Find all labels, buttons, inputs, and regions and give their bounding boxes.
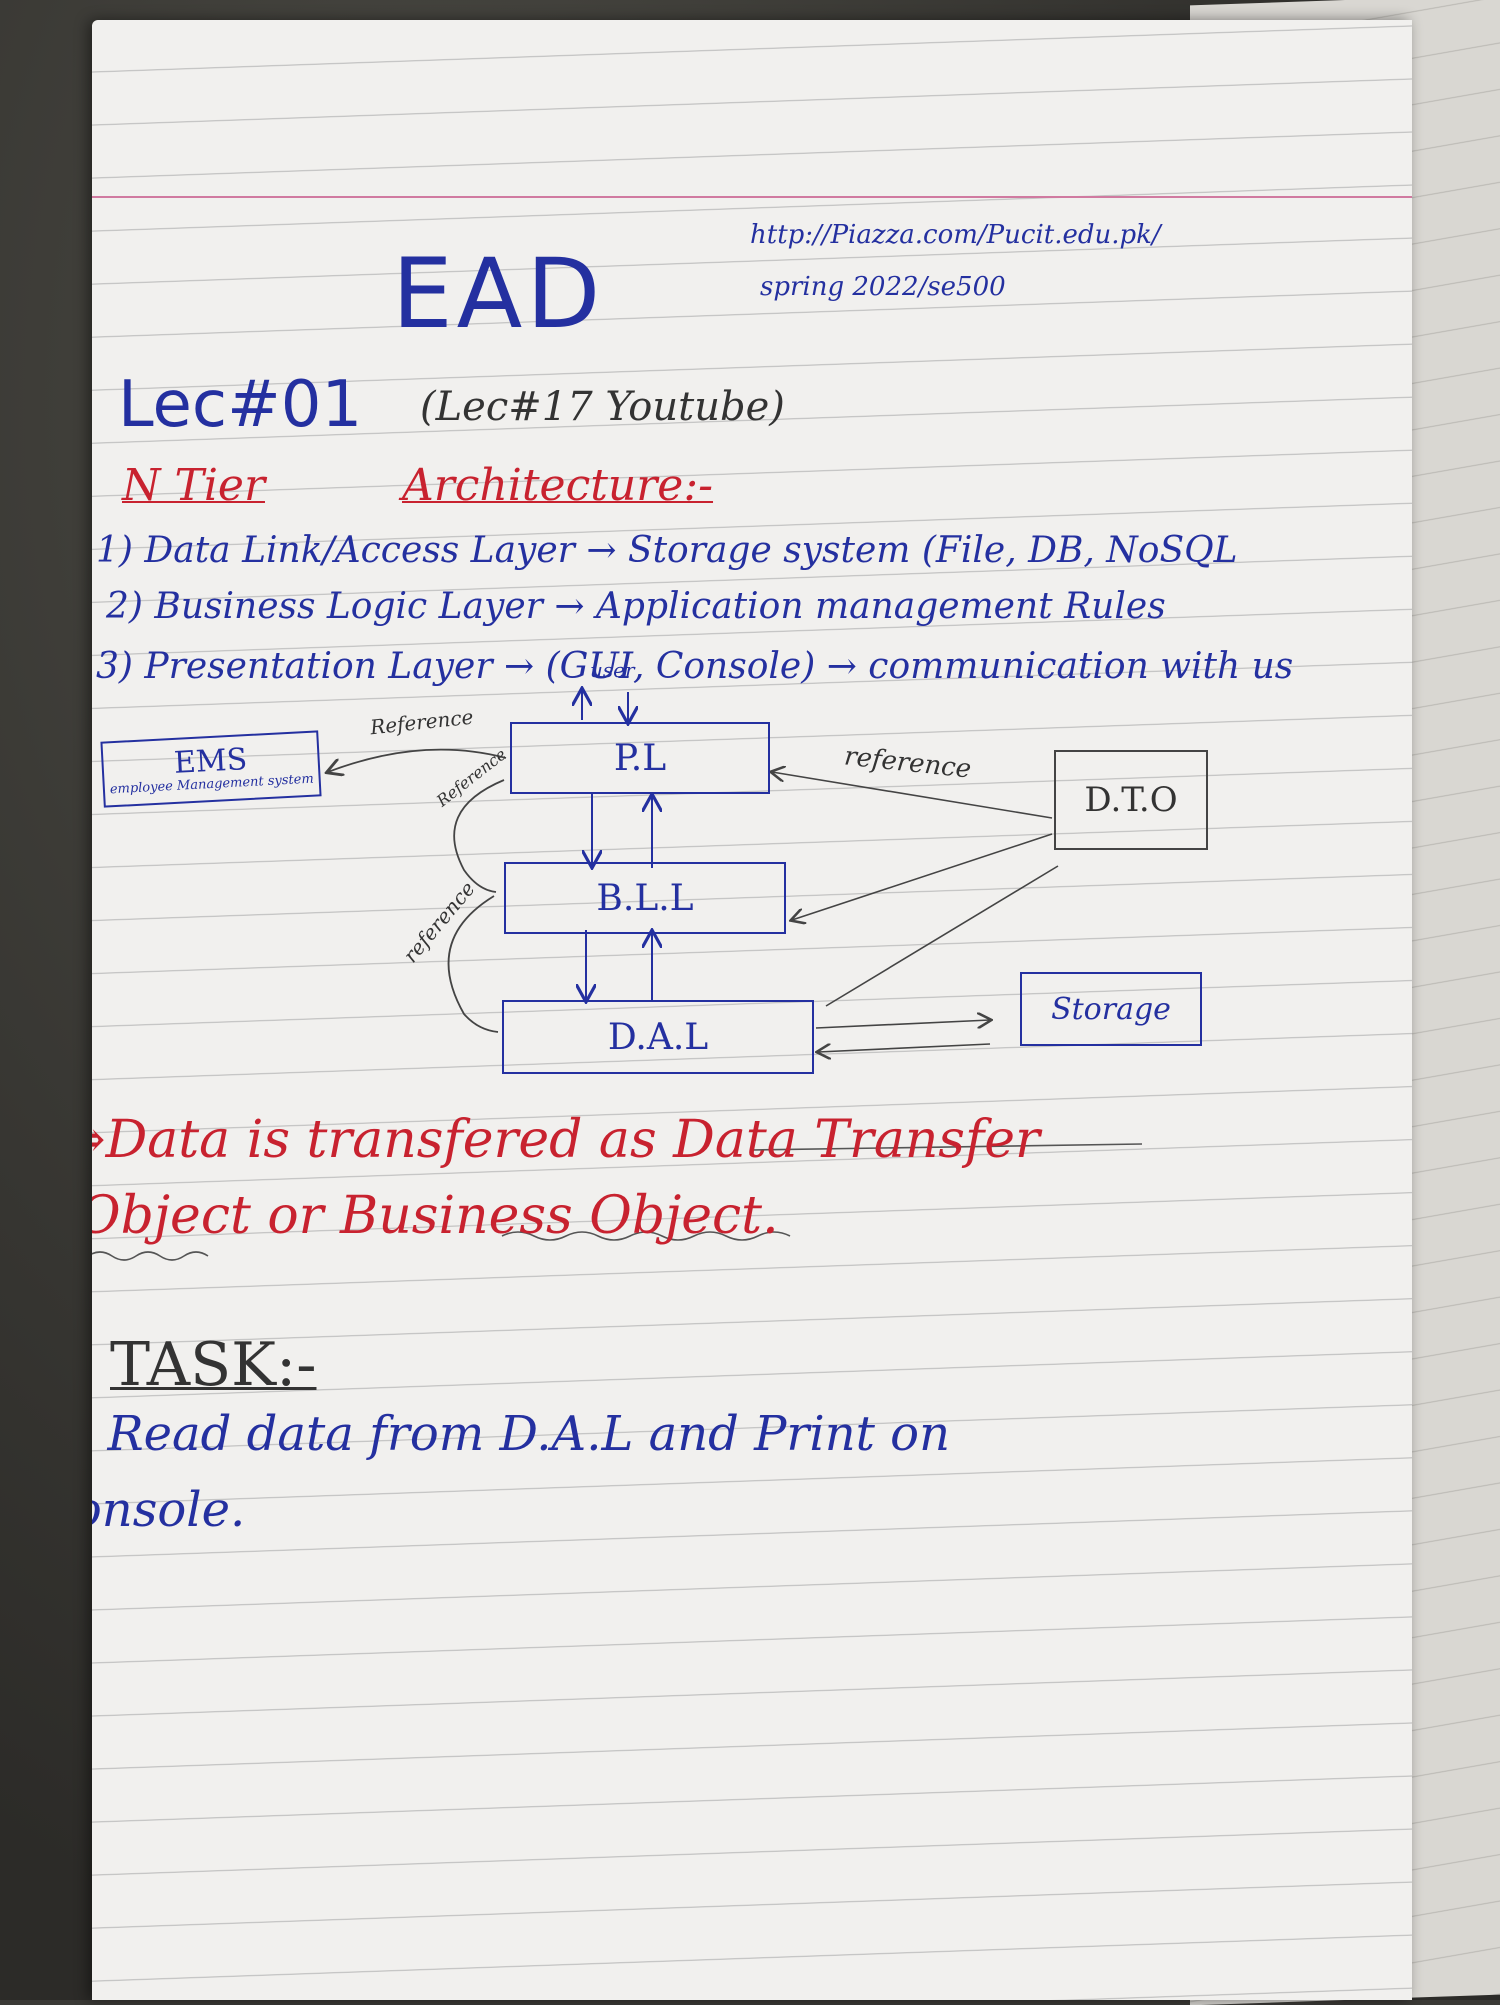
- dal-to-storage-arrow: [815, 1020, 990, 1029]
- reference-label-dto: reference: [842, 741, 973, 785]
- pl-box: P.L: [510, 722, 770, 794]
- page-margin-line: [92, 196, 1412, 198]
- task-line-2: console.: [92, 1482, 246, 1538]
- bll-label: B.L.L: [596, 877, 694, 919]
- dto-label: D.T.O: [1084, 780, 1178, 820]
- dto-bll-line: [792, 833, 1053, 920]
- storage-label: Storage: [1051, 991, 1171, 1027]
- layer-item-presentation: 3) Presentation Layer → (GUI, Console) →…: [96, 646, 1294, 687]
- dal-label: D.A.L: [607, 1016, 709, 1058]
- pl-label: P.L: [613, 737, 667, 779]
- reference-label-ems: Reference: [369, 704, 475, 740]
- topic-heading-architecture: Architecture:-: [402, 460, 714, 511]
- diagram-user-label: user: [590, 658, 635, 682]
- storage-box: Storage: [1020, 972, 1202, 1046]
- dto-pl-line: [772, 772, 1053, 819]
- ems-box: EMS employee Management system: [100, 730, 322, 808]
- task-line-1: ⇒ Read data from D.A.L and Print on: [92, 1406, 950, 1462]
- bll-box: B.L.L: [504, 862, 786, 934]
- lecture-number: Lec#01: [118, 368, 363, 442]
- dto-box: D.T.O: [1054, 750, 1208, 850]
- course-title: EAD: [392, 238, 605, 350]
- lecture-youtube-ref: (Lec#17 Youtube): [420, 384, 785, 430]
- topic-heading-ntier: N Tier: [122, 460, 265, 511]
- object-underline: [92, 1251, 209, 1261]
- semester-code: spring 2022/se500: [760, 272, 1006, 302]
- layer-item-data-access: 1) Data Link/Access Layer → Storage syst…: [96, 530, 1238, 571]
- reference-label-pl: Reference: [432, 744, 510, 811]
- notebook-page: EAD http://Piazza.com/Pucit.edu.pk/ spri…: [92, 20, 1412, 2000]
- course-url: http://Piazza.com/Pucit.edu.pk/: [750, 220, 1161, 250]
- reference-label-bll: reference: [398, 876, 480, 968]
- storage-to-dal-arrow: [818, 1043, 991, 1052]
- layer-item-business-logic: 2) Business Logic Layer → Application ma…: [106, 586, 1166, 627]
- task-heading: TASK:-: [110, 1330, 317, 1400]
- note-line-1: ⇒Data is transfered as Data Transfer: [92, 1110, 1040, 1170]
- dal-box: D.A.L: [502, 1000, 814, 1074]
- ems-label: EMS: [173, 741, 249, 781]
- note-line-2: Object or Business Object.: [92, 1186, 779, 1246]
